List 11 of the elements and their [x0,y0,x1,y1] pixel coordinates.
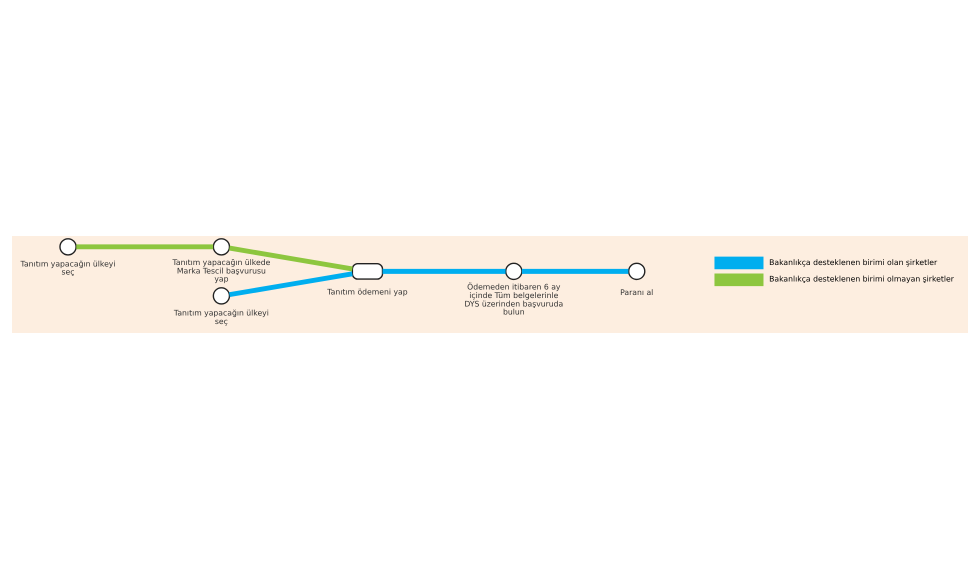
connector [522,268,628,274]
node-box [352,262,384,280]
node-circle [212,238,230,256]
connector [76,244,214,249]
connector [382,268,506,274]
node-circle [628,262,646,280]
connector [229,245,353,271]
node-circle [212,286,230,304]
connector [229,270,353,297]
node-circle [505,262,523,280]
node-circle [59,238,77,256]
